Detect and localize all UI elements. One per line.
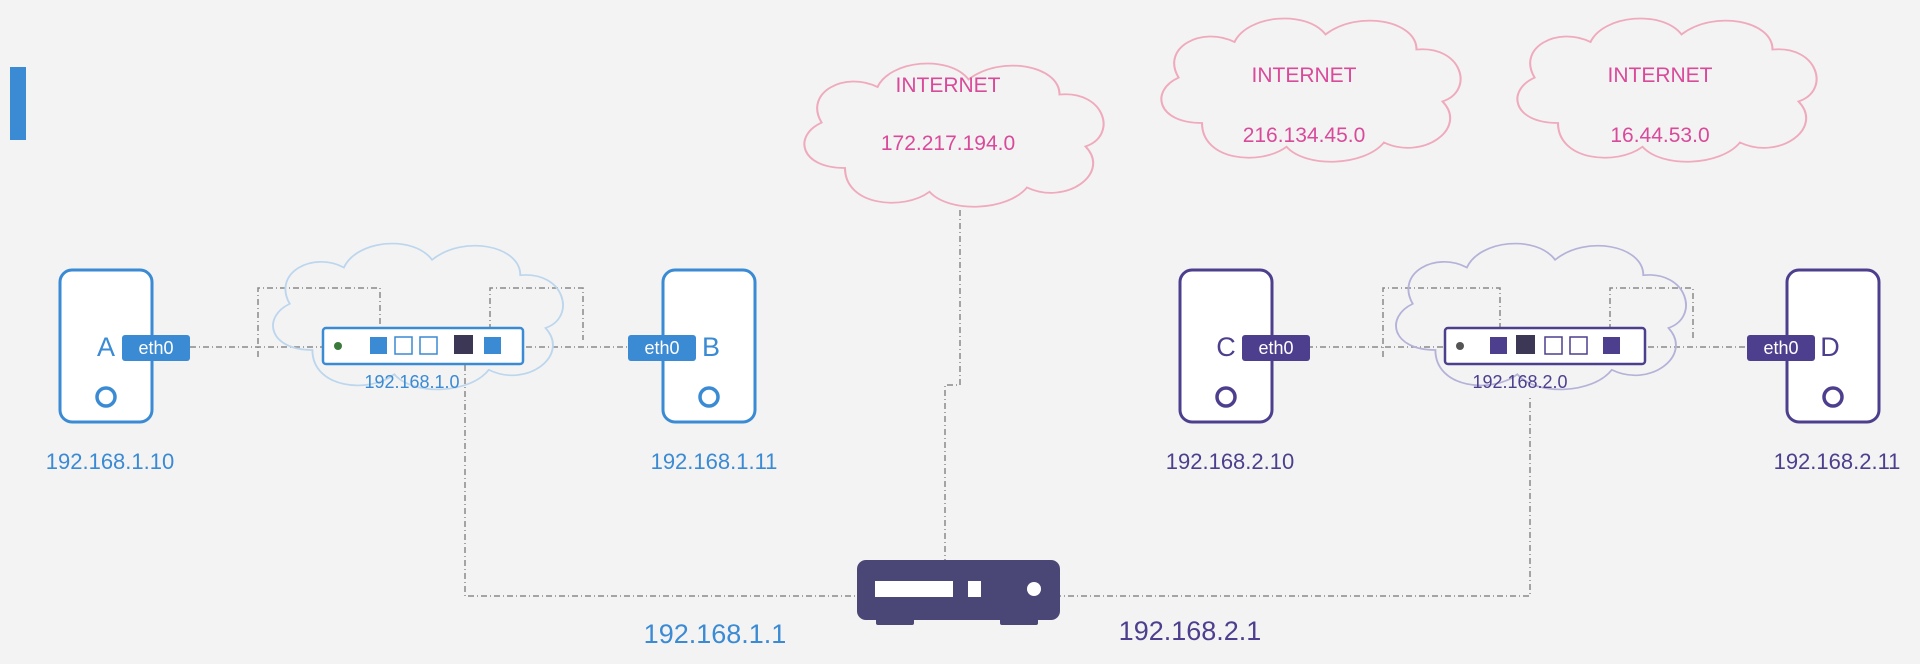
cloud-network: 172.217.194.0 (881, 132, 1015, 155)
host-a[interactable]: A eth0 192.168.1.10 (46, 268, 190, 474)
router[interactable]: 192.168.1.1 192.168.2.1 (644, 560, 1262, 649)
host-label: C (1216, 332, 1236, 362)
interface-label: eth0 (1763, 338, 1798, 358)
interface-badge (1747, 335, 1815, 361)
host-label: B (702, 332, 720, 362)
internet-cloud-3: INTERNET 16.44.53.0 (1516, 17, 1818, 163)
host-label: A (97, 332, 115, 362)
connection-lines (190, 210, 1745, 597)
interface-label: eth0 (1258, 338, 1293, 358)
host-ip: 192.168.1.10 (46, 449, 174, 474)
lan-cloud-left (272, 242, 564, 391)
interface-badge (1242, 335, 1310, 361)
interface-label: eth0 (644, 338, 679, 358)
host-ip: 192.168.1.11 (651, 449, 778, 474)
host-ip: 192.168.2.10 (1166, 449, 1294, 474)
host-ip: 192.168.2.11 (1774, 449, 1901, 474)
server-icon (58, 268, 154, 424)
cloud-network: 216.134.45.0 (1243, 124, 1366, 147)
cloud-label: INTERNET (896, 74, 1001, 97)
interface-badge (122, 335, 190, 361)
cloud-network: 16.44.53.0 (1610, 124, 1709, 147)
host-label: D (1820, 332, 1840, 362)
host-c[interactable]: C eth0 192.168.2.10 (1166, 268, 1310, 474)
switch-left: 192.168.1.0 (321, 326, 525, 392)
switch-icon (1443, 326, 1647, 366)
switch-network-label: 192.168.2.0 (1472, 372, 1567, 392)
switch-icon (321, 326, 525, 366)
host-b[interactable]: eth0 B 192.168.1.11 (628, 268, 778, 474)
cloud-icon (272, 242, 564, 391)
cloud-label: INTERNET (1252, 64, 1357, 87)
interface-badge (628, 335, 696, 361)
accent-bar (10, 67, 26, 140)
host-d[interactable]: eth0 D 192.168.2.11 (1747, 268, 1901, 474)
internet-cloud-1: INTERNET 172.217.194.0 (803, 62, 1105, 208)
internet-cloud-2: INTERNET 216.134.45.0 (1160, 17, 1462, 163)
switch-right: 192.168.2.0 (1443, 326, 1647, 392)
router-left-ip: 192.168.1.1 (644, 619, 787, 649)
router-icon (857, 560, 1060, 625)
lan-cloud-right (1395, 242, 1687, 391)
interface-label: eth0 (138, 338, 173, 358)
switch-network-label: 192.168.1.0 (364, 372, 459, 392)
cloud-icon (1395, 242, 1687, 391)
cloud-label: INTERNET (1608, 64, 1713, 87)
router-right-ip: 192.168.2.1 (1119, 616, 1262, 646)
